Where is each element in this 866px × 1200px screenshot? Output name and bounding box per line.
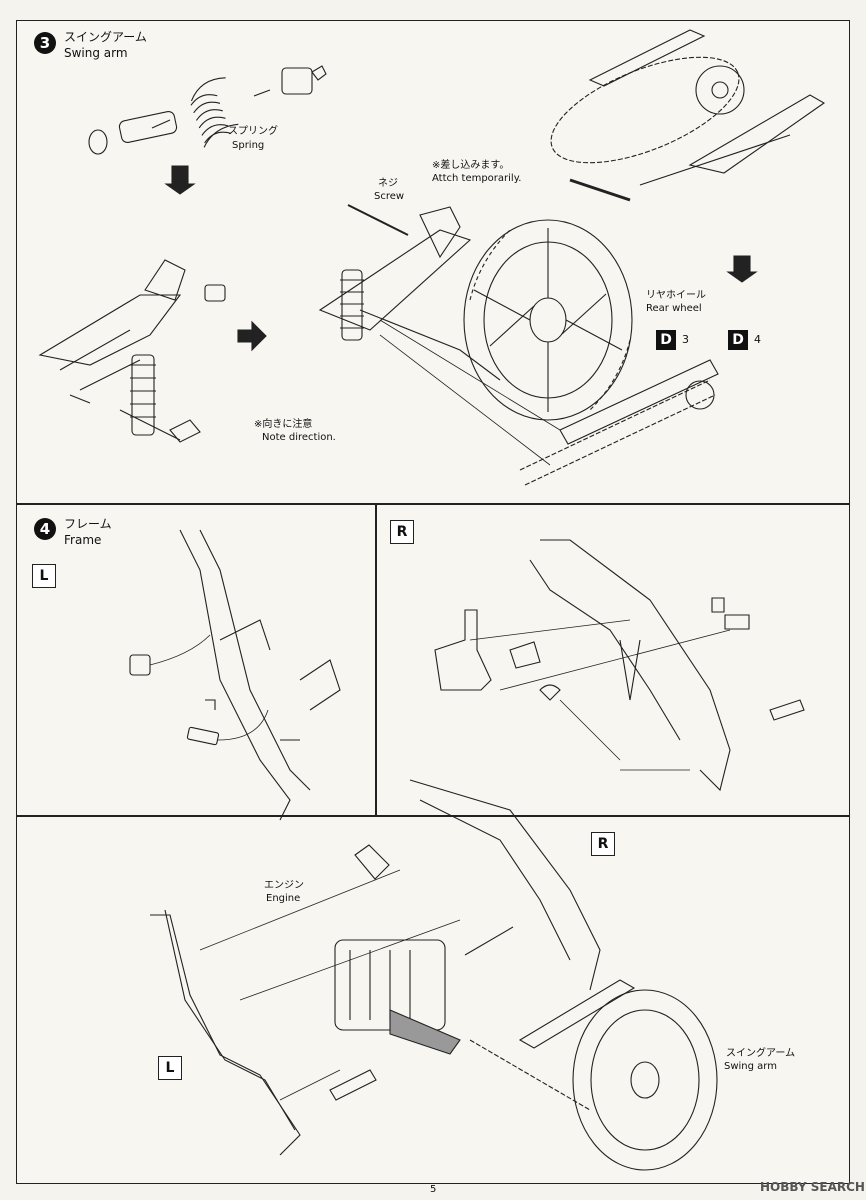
frame-full-drawing (150, 779, 636, 1156)
right-side-marker-bottom: R (591, 832, 615, 856)
swing-arm-center-drawing (318, 204, 501, 381)
step3-panel (16, 20, 850, 504)
step3-number: 3 (34, 32, 56, 54)
shock-top-part (281, 65, 327, 95)
watermark-logo: HOBBY SEARCH (760, 1180, 865, 1194)
decal-d4-badge: D (728, 330, 748, 350)
step4-panel-bottom (16, 816, 850, 1184)
label-spring-jp: スプリング (228, 126, 278, 137)
swing-arm-left-drawing (38, 259, 201, 443)
step4-panel-left (16, 504, 376, 816)
step4-title-jp: フレーム (64, 517, 112, 531)
step4-panel-right (376, 504, 850, 816)
engine-drawing (334, 939, 461, 1055)
label-swing-arm-en: Swing arm (724, 1061, 777, 1072)
rear-wheel-drawing (463, 219, 633, 421)
label-attach-jp: ※差し込みます。 (432, 160, 510, 171)
decal-d3-badge: D (656, 330, 676, 350)
label-spring-en: Spring (232, 140, 265, 151)
label-screw-en: Screw (374, 191, 405, 202)
frame-left-drawing (179, 529, 341, 821)
left-side-marker-bottom: L (158, 1056, 182, 1080)
rear-wheel-bottom-drawing (572, 989, 718, 1171)
spring-part (190, 77, 239, 148)
step4-number: 4 (34, 518, 56, 540)
page-number: 5 (430, 1184, 437, 1195)
decal-d4-number: 4 (754, 333, 761, 346)
chain-drawing-bottom (519, 359, 719, 486)
label-engine-jp: エンジン (264, 880, 304, 891)
label-note-en: Note direction. (262, 432, 336, 443)
step4-title-en: Frame (64, 533, 102, 547)
chain-drawing-top (550, 29, 826, 186)
label-note-jp: ※向きに注意 (254, 419, 313, 430)
left-side-marker: L (32, 564, 56, 588)
shock-body-part (88, 110, 178, 155)
label-rear-wheel-en: Rear wheel (646, 303, 702, 314)
frame-right-drawing (529, 539, 731, 792)
step3-title-jp: スイングアーム (64, 30, 147, 44)
right-side-marker: R (390, 520, 414, 544)
label-attach-en: Attch temporarily. (432, 173, 522, 184)
label-swing-arm-jp: スイングアーム (726, 1048, 796, 1059)
label-rear-wheel-jp: リヤホイール (646, 290, 706, 301)
decal-d3-number: 3 (682, 333, 689, 346)
label-screw-jp: ネジ (378, 178, 398, 189)
label-engine-en: Engine (266, 893, 301, 904)
step3-title-en: Swing arm (64, 46, 128, 60)
